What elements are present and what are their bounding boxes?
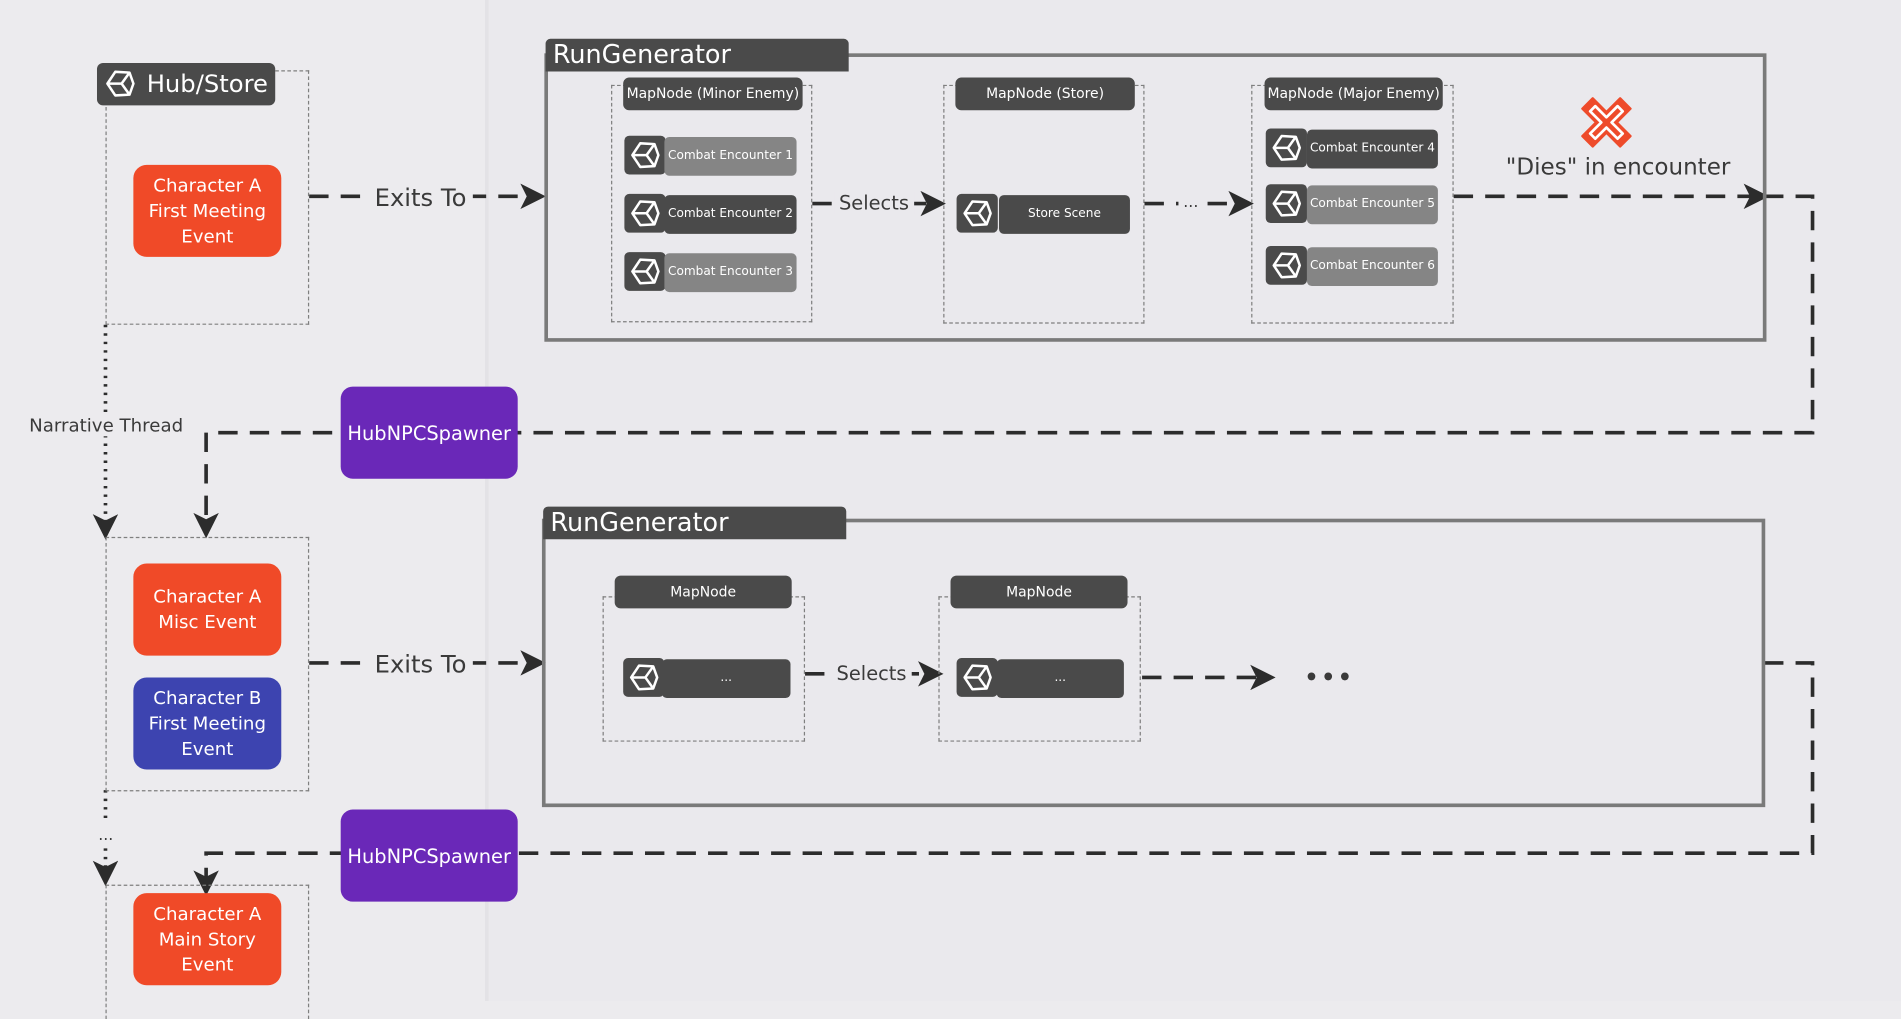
unity-icon bbox=[956, 193, 998, 233]
hub-group-2 bbox=[105, 536, 310, 792]
combat-encounter-2: Combat Encounter 2 bbox=[664, 195, 797, 234]
map-node-a-item: ... bbox=[661, 659, 791, 699]
hub-npc-spawner-2: HubNPCSpawner bbox=[340, 809, 518, 902]
x-mark-icon bbox=[1581, 97, 1632, 148]
map-node-minor-header: MapNode (Minor Enemy) bbox=[623, 77, 803, 111]
combat-encounter-5: Combat Encounter 5 bbox=[1306, 185, 1438, 225]
combat-encounter-6: Combat Encounter 6 bbox=[1306, 247, 1438, 287]
narrative-thread-label: Narrative Thread bbox=[26, 414, 186, 437]
map-node-b-item: ... bbox=[996, 659, 1124, 699]
unity-icon bbox=[624, 252, 666, 291]
unity-icon bbox=[1265, 184, 1307, 223]
return-connector-1 bbox=[193, 194, 1815, 539]
run-generator-title-2: RunGenerator bbox=[543, 506, 847, 540]
return-connector-2 bbox=[193, 661, 1815, 896]
ellipsis-label-2: ... bbox=[95, 826, 116, 845]
ellipsis-label-1: ... bbox=[1178, 193, 1204, 213]
combat-encounter-1: Combat Encounter 1 bbox=[664, 136, 797, 176]
dies-label: "Dies" in encounter bbox=[1505, 153, 1731, 181]
hub-group-3 bbox=[105, 884, 310, 1019]
hub-npc-spawner-1: HubNPCSpawner bbox=[340, 386, 518, 479]
combat-encounter-3: Combat Encounter 3 bbox=[664, 253, 797, 293]
hub-header: Hub/Store bbox=[96, 63, 276, 106]
big-ellipsis-label: • • • bbox=[1304, 665, 1352, 691]
exits-to-label-1: Exits To bbox=[368, 182, 473, 213]
run-generator-1 bbox=[544, 53, 1767, 342]
map-node-major-header: MapNode (Major Enemy) bbox=[1264, 77, 1443, 111]
map-node-a-header: MapNode bbox=[614, 575, 792, 609]
map-node-store-header: MapNode (Store) bbox=[955, 77, 1135, 111]
hub-title: Hub/Store bbox=[146, 69, 268, 99]
unity-icon bbox=[623, 658, 665, 697]
selects-label-1: Selects bbox=[834, 191, 914, 215]
unity-icon bbox=[624, 193, 666, 233]
unity-icon bbox=[1265, 246, 1307, 285]
exits-to-label-2: Exits To bbox=[368, 649, 473, 679]
store-scene: Store Scene bbox=[999, 195, 1130, 234]
selects-label-2: Selects bbox=[831, 661, 912, 685]
map-node-b-header: MapNode bbox=[950, 575, 1128, 609]
unity-icon bbox=[99, 64, 143, 104]
unity-icon bbox=[1265, 128, 1307, 168]
run-generator-2 bbox=[541, 518, 1766, 808]
unity-icon bbox=[956, 658, 998, 697]
unity-icon bbox=[624, 135, 666, 175]
combat-encounter-4: Combat Encounter 4 bbox=[1306, 129, 1438, 169]
run-generator-title-1: RunGenerator bbox=[545, 38, 849, 72]
